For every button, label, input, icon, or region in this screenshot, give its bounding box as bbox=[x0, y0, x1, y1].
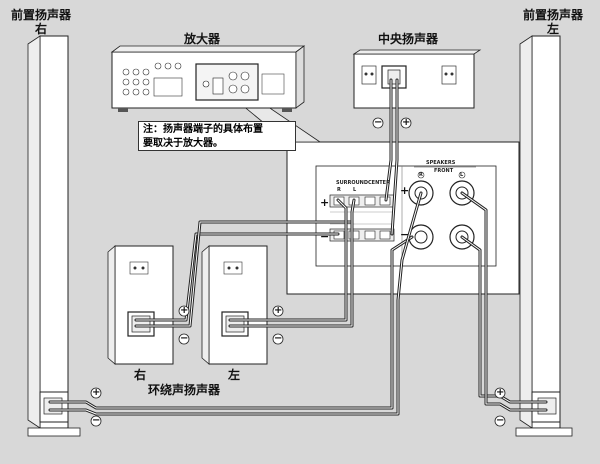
center-speaker bbox=[352, 49, 482, 109]
sr-left-minus-badge bbox=[272, 333, 284, 345]
terminal-note: 注：扬声器端子的具体布置 要取决于放大器。 bbox=[138, 121, 296, 151]
front-left-title: 前置扬声器 bbox=[522, 8, 583, 22]
panel-surround-r-mark: R bbox=[337, 187, 341, 193]
center-minus-badge bbox=[372, 117, 384, 129]
fr-right-plus-sign: + bbox=[92, 387, 101, 398]
fr-right-plus-badge bbox=[90, 387, 102, 399]
panel-front-label: FRONT bbox=[434, 168, 454, 174]
speaker-cables bbox=[48, 78, 548, 416]
panel-speakers-label: SPEAKERS bbox=[426, 160, 456, 166]
panel-surround-label: SURROUND bbox=[336, 180, 369, 186]
sr-right-minus-badge bbox=[178, 333, 190, 345]
panel-center-label: CENTER bbox=[368, 180, 390, 186]
polarity-markers bbox=[90, 117, 506, 427]
front-left-speaker bbox=[515, 35, 573, 437]
front-right-title: 前置扬声器 bbox=[10, 8, 71, 22]
panel-surround-l-mark: L bbox=[353, 187, 357, 193]
panel-l-mark: L bbox=[460, 172, 464, 178]
front-left-label: 前置扬声器 左 bbox=[512, 8, 594, 36]
fr-left-plus-sign: + bbox=[496, 387, 505, 398]
fr-left-minus-badge bbox=[494, 415, 506, 427]
surround-left-speaker bbox=[201, 245, 268, 365]
sr-left-minus-sign: − bbox=[274, 333, 283, 344]
fr-right-minus-badge bbox=[90, 415, 102, 427]
front-plus-sign: + bbox=[400, 184, 410, 197]
surround-speakers-label: 环绕声扬声器 bbox=[148, 383, 221, 397]
center-cable bbox=[384, 78, 399, 236]
center-speaker-label: 中央扬声器 bbox=[378, 32, 439, 46]
center-plus-sign: + bbox=[402, 117, 411, 128]
surround-left-cable bbox=[228, 198, 356, 328]
panel-r-mark: R bbox=[419, 172, 423, 178]
panel-plus-sign: + bbox=[320, 196, 330, 209]
front-right-cable bbox=[48, 191, 423, 416]
amplifier-label: 放大器 bbox=[184, 32, 221, 46]
front-left-cable bbox=[460, 191, 548, 412]
center-plus-badge bbox=[400, 117, 412, 129]
surround-right-speaker bbox=[107, 245, 174, 365]
fr-left-plus-badge bbox=[494, 387, 506, 399]
sr-right-plus-badge bbox=[178, 305, 190, 317]
note-line-1: 注：扬声器端子的具体布置 bbox=[143, 124, 263, 135]
front-right-speaker bbox=[27, 35, 81, 437]
front-right-side: 右 bbox=[34, 22, 47, 36]
amplifier-unit bbox=[110, 45, 306, 112]
sr-left-plus-sign: + bbox=[274, 305, 283, 316]
panel-minus-sign: − bbox=[320, 230, 330, 243]
front-left-side: 左 bbox=[546, 22, 559, 36]
front-minus-sign: − bbox=[400, 228, 410, 241]
fr-right-minus-sign: − bbox=[92, 415, 101, 426]
surround-left-label: 左 bbox=[228, 368, 241, 382]
front-right-label: 前置扬声器 右 bbox=[0, 8, 82, 36]
sr-right-minus-sign: − bbox=[180, 333, 189, 344]
note-line-2: 要取决于放大器。 bbox=[143, 138, 223, 149]
surround-right-label: 右 bbox=[134, 368, 147, 382]
center-minus-sign: − bbox=[374, 117, 383, 128]
sr-right-plus-sign: + bbox=[180, 305, 189, 316]
terminal-panel bbox=[286, 141, 520, 295]
fr-left-minus-sign: − bbox=[496, 415, 505, 426]
sr-left-plus-badge bbox=[272, 305, 284, 317]
